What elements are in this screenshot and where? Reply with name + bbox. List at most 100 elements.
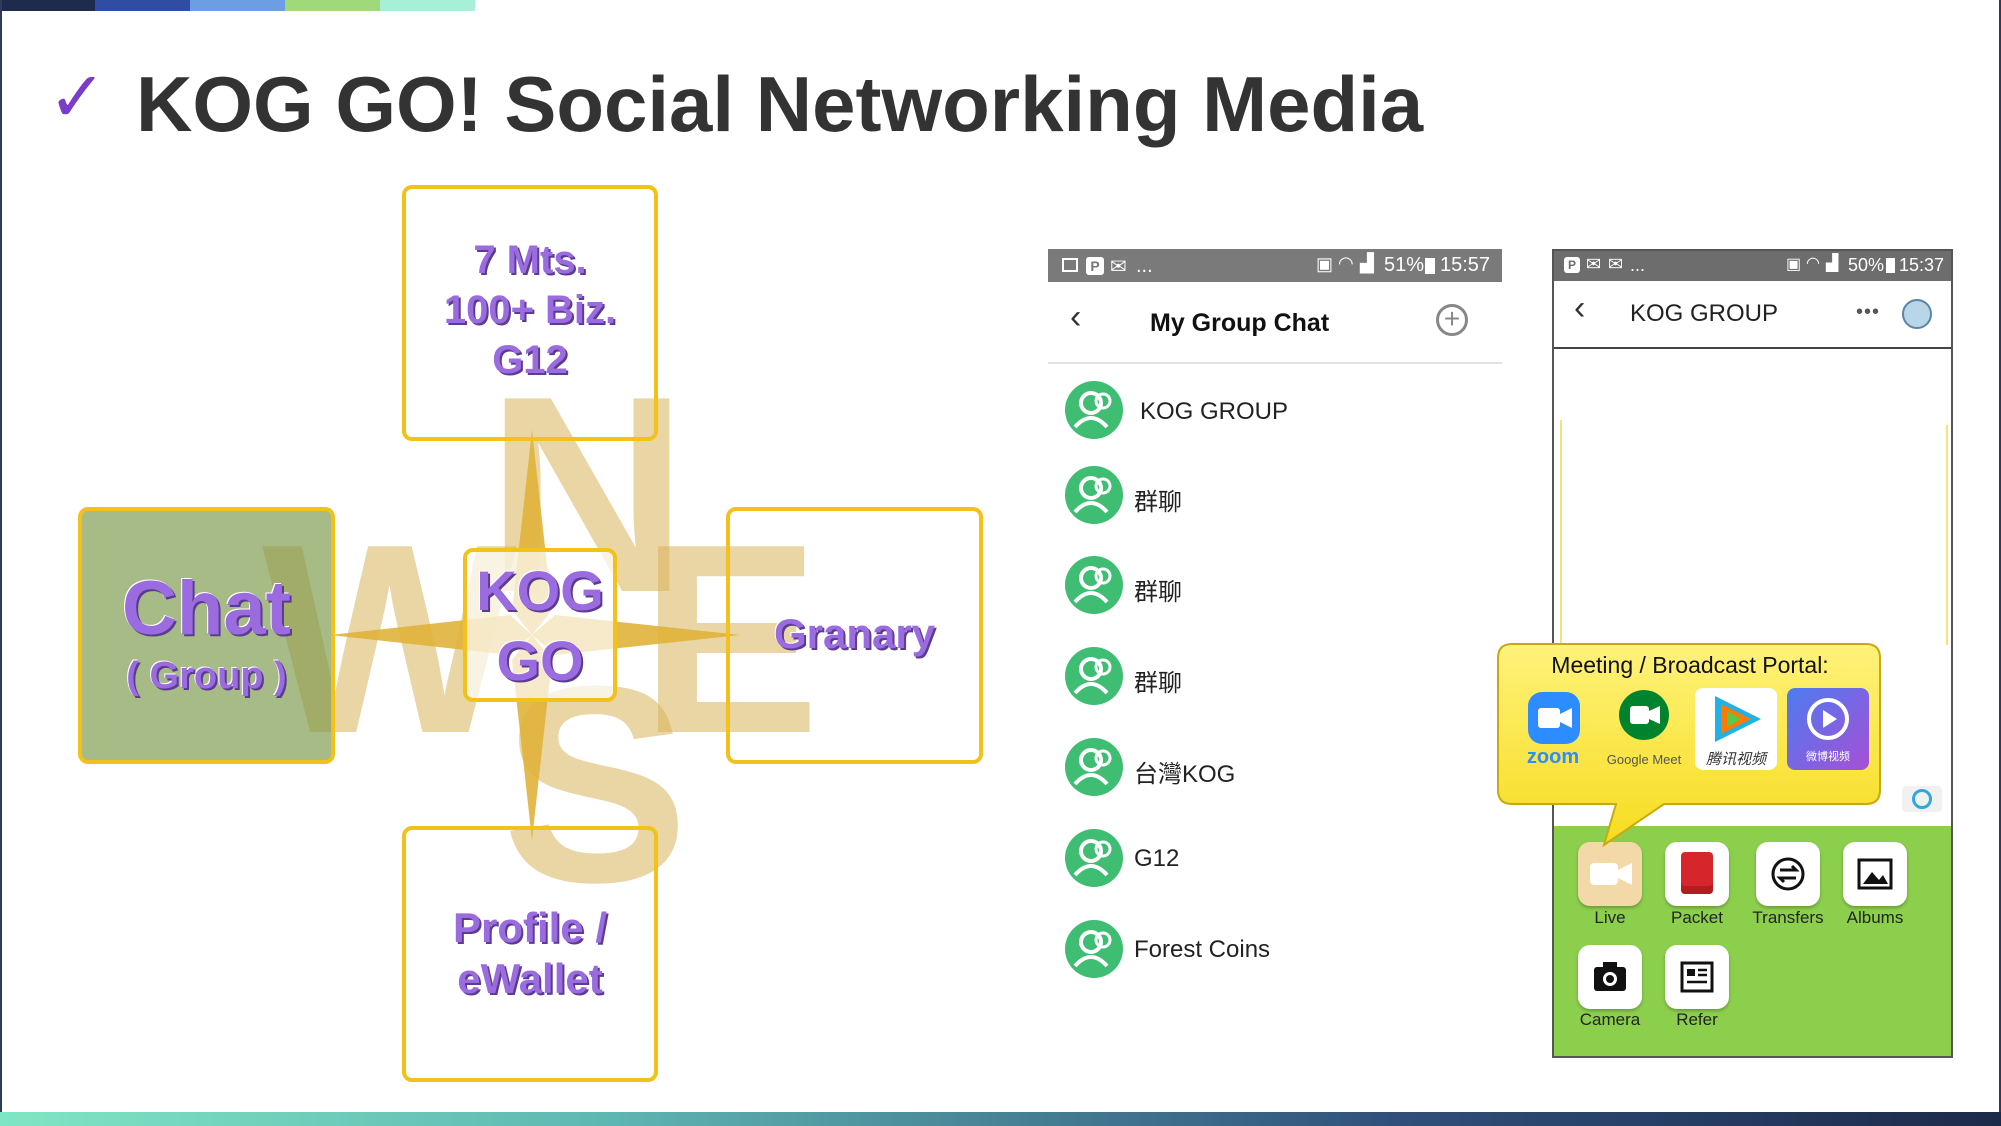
red-packet-icon bbox=[1681, 852, 1713, 894]
zoom-label: zoom bbox=[1526, 746, 1580, 768]
list-item[interactable]: 群聊 bbox=[1048, 556, 1502, 636]
weibo-video-app-icon[interactable]: 微博视频 bbox=[1787, 688, 1869, 770]
slide-title: KOG GO! Social Networking Media bbox=[136, 60, 1424, 148]
signal-icon: ▟ bbox=[1360, 253, 1374, 273]
lock-icon: ▣ bbox=[1316, 254, 1334, 274]
back-chevron-icon[interactable]: ‹ bbox=[1070, 298, 1082, 336]
portal-title: Meeting / Broadcast Portal: bbox=[1551, 652, 1829, 678]
list-item-label: 台灣KOG bbox=[1134, 761, 1236, 788]
battery-percent: 50% bbox=[1848, 255, 1885, 275]
south-line-2: eWallet bbox=[457, 955, 603, 1002]
tool-refer[interactable] bbox=[1665, 945, 1729, 1009]
top-accent-lightblue bbox=[190, 0, 285, 11]
signal-icon: ▟ bbox=[1826, 255, 1839, 272]
north-line-1: 7 Mts. bbox=[473, 238, 587, 282]
album-icon bbox=[1857, 858, 1893, 890]
header-title: My Group Chat bbox=[1150, 309, 1330, 337]
mail-icon: ✉ bbox=[1110, 256, 1127, 278]
list-item-label: KOG GROUP bbox=[1140, 398, 1289, 425]
check-icon: ✓ bbox=[48, 56, 107, 138]
tool-albums[interactable] bbox=[1843, 842, 1907, 906]
west-box bbox=[78, 507, 335, 764]
center-box bbox=[463, 548, 617, 702]
north-line-3: G12 bbox=[492, 338, 568, 382]
status-bar: P ✉ ... ▣ ◠ ▟ 51% 15:57 bbox=[1048, 249, 1502, 282]
group-avatar-icon bbox=[1065, 829, 1123, 887]
tool-label: Packet bbox=[1671, 908, 1723, 927]
south-line-1: Profile / bbox=[452, 904, 608, 951]
frame-right bbox=[1999, 0, 2001, 1126]
chat-body-line-right bbox=[1946, 425, 1948, 645]
refer-icon bbox=[1680, 961, 1714, 993]
weibo-play-icon bbox=[1807, 698, 1849, 740]
chat-list: KOG GROUP 群聊 群聊 群聊 台灣KOG G12 Forest Coin… bbox=[1048, 364, 1502, 984]
more-icon[interactable]: ••• bbox=[1856, 301, 1881, 323]
play-triangle-icon bbox=[1715, 696, 1761, 742]
tool-transfers[interactable] bbox=[1756, 842, 1820, 906]
tool-label: Refer bbox=[1676, 1010, 1718, 1029]
top-accent-blue bbox=[95, 0, 190, 11]
circle-icon bbox=[1912, 789, 1932, 809]
center-line-1: KOG bbox=[476, 559, 604, 622]
status-time: 15:57 bbox=[1440, 254, 1491, 276]
wifi-icon: ◠ bbox=[1806, 255, 1820, 272]
tencent-video-app-icon[interactable]: 腾讯视频 bbox=[1695, 688, 1777, 770]
callout-bubble bbox=[1497, 643, 1881, 848]
weibo-label: 微博视频 bbox=[1806, 751, 1850, 763]
south-box bbox=[402, 826, 658, 1082]
group-avatar-icon bbox=[1065, 556, 1123, 614]
east-label: Granary bbox=[773, 610, 936, 657]
chat-header: ‹ KOG GROUP ••• bbox=[1554, 281, 1951, 349]
west-main: Chat bbox=[122, 566, 291, 651]
list-item[interactable]: Forest Coins bbox=[1048, 920, 1502, 982]
video-icon bbox=[1590, 863, 1632, 885]
tool-packet[interactable] bbox=[1665, 842, 1729, 906]
east-box bbox=[726, 507, 983, 764]
top-accent-green bbox=[285, 0, 380, 11]
status-time: 15:37 bbox=[1899, 255, 1945, 275]
p-app-icon: P bbox=[1086, 257, 1104, 275]
list-item[interactable]: 群聊 bbox=[1048, 466, 1502, 546]
wifi-icon: ◠ bbox=[1338, 253, 1354, 273]
chat-body-line-left bbox=[1560, 420, 1562, 650]
group-settings-icon[interactable] bbox=[1902, 299, 1932, 329]
tool-label: Transfers bbox=[1752, 908, 1824, 927]
back-chevron-icon[interactable]: ‹ bbox=[1574, 289, 1586, 327]
list-item[interactable]: 台灣KOG bbox=[1048, 738, 1502, 818]
north-box bbox=[402, 185, 658, 441]
bottom-accent bbox=[0, 1112, 2001, 1126]
header-title: KOG GROUP bbox=[1630, 300, 1779, 327]
tencent-label: 腾讯视频 bbox=[1705, 751, 1766, 768]
google-meet-app-icon[interactable]: Google Meet bbox=[1603, 688, 1685, 770]
mail-icon-2: ✉ bbox=[1608, 254, 1624, 274]
battery-icon bbox=[1886, 258, 1895, 273]
scroll-indicator[interactable] bbox=[1902, 786, 1942, 812]
tool-camera[interactable] bbox=[1578, 945, 1642, 1009]
group-avatar-icon bbox=[1065, 466, 1123, 524]
list-item-label: 群聊 bbox=[1134, 579, 1182, 606]
zoom-app-icon[interactable]: zoom bbox=[1512, 688, 1594, 770]
tool-live[interactable] bbox=[1578, 842, 1642, 906]
add-circle-icon[interactable]: + bbox=[1436, 304, 1468, 336]
list-item[interactable]: KOG GROUP bbox=[1048, 374, 1502, 454]
tool-label: Albums bbox=[1846, 908, 1904, 927]
list-item[interactable]: G12 bbox=[1048, 829, 1502, 909]
chat-header: ‹ My Group Chat + bbox=[1048, 282, 1502, 364]
mail-icon: ✉ bbox=[1586, 254, 1602, 274]
battery-percent: 51% bbox=[1384, 254, 1425, 276]
gallery-icon bbox=[1062, 258, 1078, 272]
frame-left bbox=[0, 0, 2, 1126]
battery-icon bbox=[1425, 258, 1435, 274]
north-line-2: 100+ Biz. bbox=[443, 288, 617, 332]
center-line-2: GO bbox=[496, 629, 584, 692]
meet-label: Google Meet bbox=[1606, 752, 1682, 767]
list-item[interactable]: 群聊 bbox=[1048, 647, 1502, 727]
group-avatar-icon bbox=[1065, 647, 1123, 705]
group-avatar-icon bbox=[1065, 920, 1123, 978]
list-item-label: Forest Coins bbox=[1134, 936, 1271, 963]
west-sub: ( Group ) bbox=[126, 655, 287, 697]
lock-icon: ▣ bbox=[1786, 256, 1802, 273]
p-app-icon: P bbox=[1564, 257, 1580, 273]
group-avatar-icon bbox=[1065, 738, 1123, 796]
transfer-icon bbox=[1771, 857, 1805, 891]
